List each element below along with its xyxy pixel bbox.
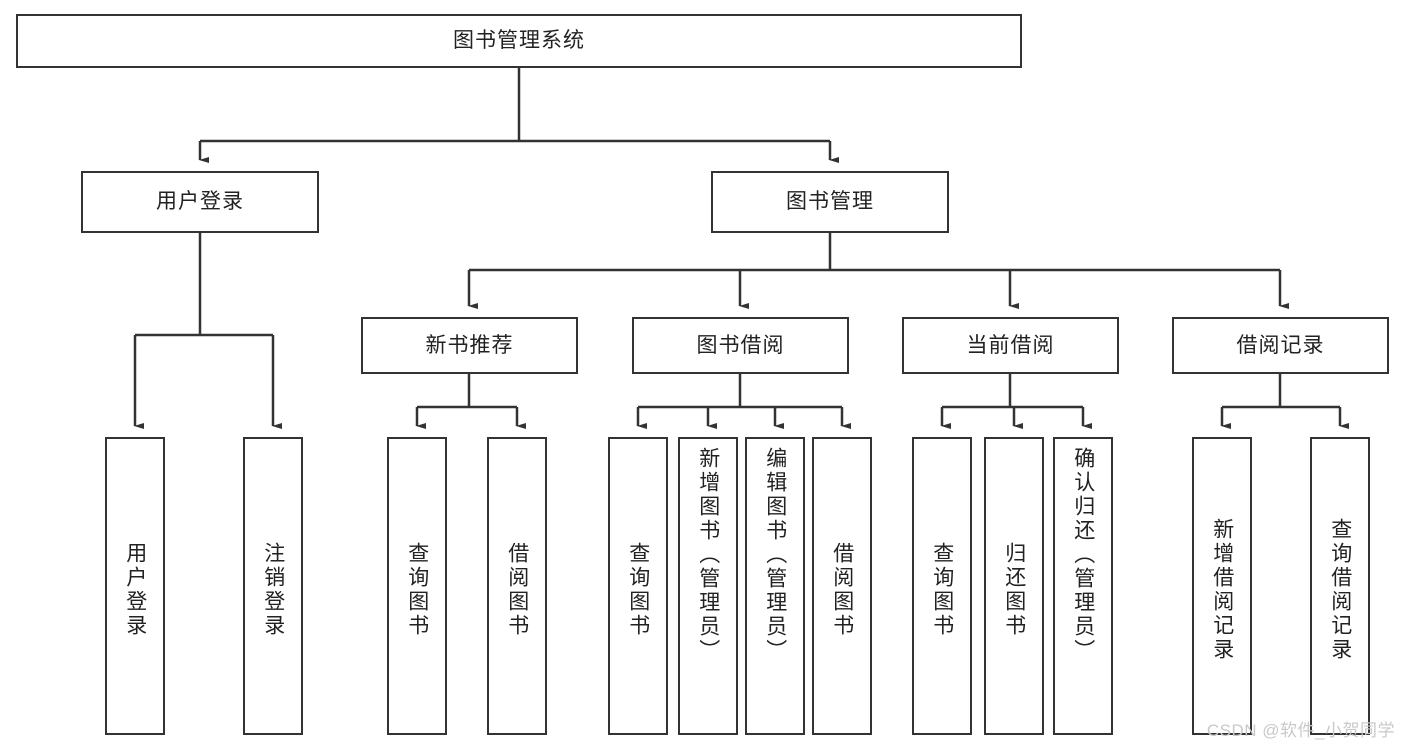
node-user-login-label: 用户登录 — [156, 190, 244, 214]
node-borrow-record-label: 借阅记录 — [1236, 333, 1325, 357]
node-leaf-user-login[interactable]: 用户登录 — [105, 437, 165, 735]
node-leaf-query-book-borrow[interactable]: 查询图书 — [608, 437, 668, 735]
node-leaf-edit-book-admin-label: 编辑图书（管理员） — [763, 447, 787, 663]
node-user-login[interactable]: 用户登录 — [81, 171, 319, 233]
node-leaf-user-login-label: 用户登录 — [123, 542, 147, 638]
node-leaf-logout-login-label: 注销登录 — [261, 542, 285, 638]
node-leaf-return-book[interactable]: 归还图书 — [984, 437, 1044, 735]
node-leaf-query-borrow-record[interactable]: 查询借阅记录 — [1310, 437, 1370, 735]
node-leaf-borrow-book[interactable]: 借阅图书 — [812, 437, 872, 735]
node-leaf-add-borrow-record-label: 新增借阅记录 — [1210, 518, 1234, 662]
node-current-borrow-label: 当前借阅 — [966, 333, 1055, 357]
node-leaf-borrow-book-recommend[interactable]: 借阅图书 — [487, 437, 547, 735]
node-leaf-add-borrow-record[interactable]: 新增借阅记录 — [1192, 437, 1252, 735]
node-book-borrow-label: 图书借阅 — [696, 333, 785, 357]
node-leaf-borrow-book-label: 借阅图书 — [830, 542, 854, 638]
node-leaf-query-book-borrow-label: 查询图书 — [626, 542, 650, 638]
node-leaf-return-book-label: 归还图书 — [1002, 542, 1026, 638]
node-root-label: 图书管理系统 — [453, 29, 585, 53]
node-root[interactable]: 图书管理系统 — [16, 14, 1022, 68]
node-leaf-query-borrow-record-label: 查询借阅记录 — [1328, 518, 1352, 662]
node-leaf-add-book-admin[interactable]: 新增图书（管理员） — [678, 437, 738, 735]
node-leaf-add-book-admin-label: 新增图书（管理员） — [696, 447, 720, 663]
node-book-management[interactable]: 图书管理 — [711, 171, 949, 233]
node-leaf-query-book-current[interactable]: 查询图书 — [912, 437, 972, 735]
node-leaf-query-book-current-label: 查询图书 — [930, 542, 954, 638]
node-leaf-query-book-recommend-label: 查询图书 — [405, 542, 429, 638]
node-leaf-edit-book-admin[interactable]: 编辑图书（管理员） — [745, 437, 805, 735]
node-current-borrow[interactable]: 当前借阅 — [902, 317, 1119, 374]
node-leaf-borrow-book-recommend-label: 借阅图书 — [505, 542, 529, 638]
node-borrow-record[interactable]: 借阅记录 — [1172, 317, 1389, 374]
node-new-book-recommend-label: 新书推荐 — [425, 333, 514, 357]
node-leaf-confirm-return-admin[interactable]: 确认归还（管理员） — [1053, 437, 1113, 735]
csdn-watermark: CSDN @软件_小贺同学 — [1206, 721, 1395, 740]
node-leaf-confirm-return-admin-label: 确认归还（管理员） — [1071, 447, 1095, 663]
node-book-management-label: 图书管理 — [786, 190, 874, 214]
node-leaf-logout-login[interactable]: 注销登录 — [243, 437, 303, 735]
node-leaf-query-book-recommend[interactable]: 查询图书 — [387, 437, 447, 735]
node-new-book-recommend[interactable]: 新书推荐 — [361, 317, 578, 374]
node-book-borrow[interactable]: 图书借阅 — [632, 317, 849, 374]
